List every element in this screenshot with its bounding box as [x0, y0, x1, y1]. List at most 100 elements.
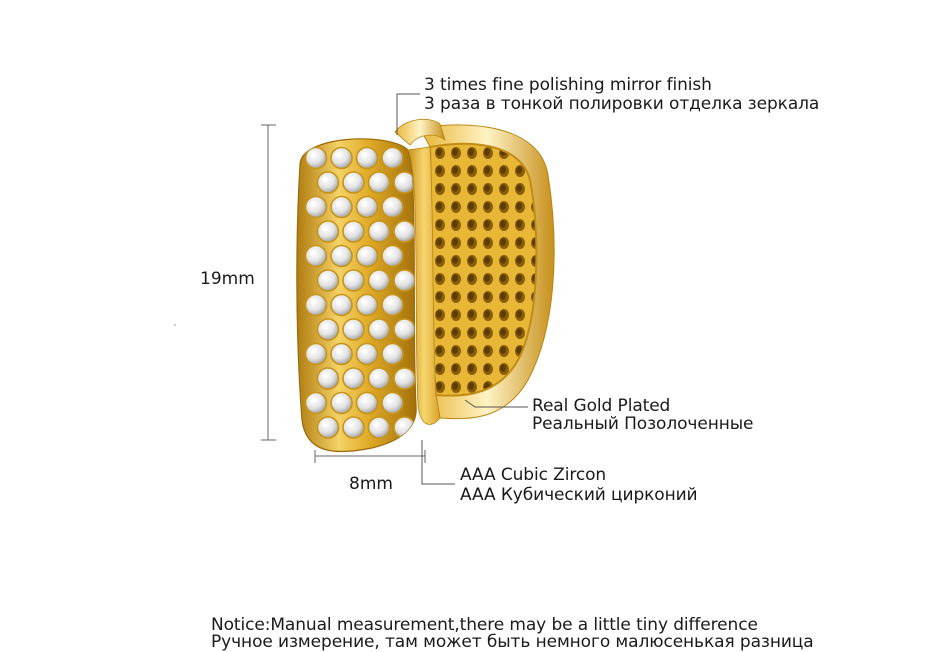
stone-sparkle: [310, 152, 316, 158]
zircon-stone: [381, 391, 404, 415]
stone-sparkle: [386, 348, 393, 354]
width-label: 8mm: [349, 474, 393, 494]
zircon-stone: [304, 293, 328, 317]
zircon-stone: [330, 244, 353, 268]
stone-sparkle: [398, 225, 405, 232]
callout-leader-stone: [421, 440, 455, 485]
zircon-stone: [316, 318, 340, 341]
stone-sparkle: [335, 152, 342, 158]
stone-callout-en: AAA Cubic Zircon: [460, 465, 607, 485]
zircon-stone: [355, 244, 379, 268]
zircon-stone: [316, 269, 340, 292]
zircon-stone: [342, 367, 365, 390]
stone-sparkle: [386, 250, 393, 256]
zircon-stone: [367, 318, 391, 341]
zircon-stone: [367, 367, 391, 390]
zircon-stone: [330, 391, 353, 415]
stone-sparkle: [386, 152, 393, 158]
stone-sparkle: [347, 274, 354, 281]
zircon-stone: [330, 146, 353, 170]
stone-sparkle: [386, 299, 393, 305]
stone-sparkle: [322, 225, 328, 232]
stone-sparkle: [335, 250, 342, 256]
stone-sparkle: [322, 274, 328, 281]
stone-sparkle: [361, 250, 367, 256]
zircon-stone: [393, 367, 416, 390]
stone-sparkle: [335, 348, 342, 354]
stone-sparkle: [361, 201, 367, 207]
zircon-stone: [342, 416, 365, 439]
cubic-zircon-stones: [304, 146, 416, 439]
stone-sparkle: [347, 421, 354, 428]
stone-sparkle: [310, 397, 316, 403]
notice-en: Notice:Manual measurement,there may be a…: [211, 615, 758, 635]
stone-sparkle: [386, 201, 393, 207]
zircon-stone: [304, 391, 328, 415]
stone-sparkle: [347, 176, 354, 183]
plating-callout-ru: Реальный Позолоченные: [532, 414, 754, 434]
stone-sparkle: [322, 323, 328, 330]
stone-sparkle: [398, 176, 405, 183]
zircon-stone: [316, 220, 340, 243]
stone-sparkle: [386, 397, 393, 403]
stone-callout-ru: AAA Кубический цирконий: [460, 485, 698, 505]
zircon-stone: [342, 220, 365, 243]
polish-callout-ru: 3 раза в тонкой полировки отделка зеркал…: [424, 94, 820, 114]
stone-sparkle: [373, 225, 379, 232]
earring-hoop-back: [394, 118, 555, 420]
stone-sparkle: [335, 201, 342, 207]
stone-sparkle: [373, 421, 379, 428]
zircon-stone: [367, 416, 391, 439]
zircon-stone: [367, 220, 391, 243]
stone-sparkle: [373, 323, 379, 330]
notice-ru: Ручное измерение, там может быть немного…: [211, 632, 814, 652]
zircon-stone: [355, 391, 379, 415]
zircon-stone: [316, 171, 340, 194]
zircon-stone: [381, 342, 404, 366]
zircon-stone: [393, 416, 416, 439]
zircon-stone: [393, 220, 416, 243]
stone-sparkle: [347, 323, 354, 330]
stone-sparkle: [398, 372, 405, 379]
stone-sparkle: [373, 372, 379, 379]
zircon-stone: [316, 416, 340, 439]
stone-sparkle: [398, 323, 405, 330]
stone-sparkle: [335, 397, 342, 403]
earring-front-band: [296, 138, 441, 453]
zircon-stone: [342, 269, 365, 292]
stone-sparkle: [361, 348, 367, 354]
zircon-stone: [367, 269, 391, 292]
zircon-stone: [355, 195, 379, 219]
zircon-stone: [355, 293, 379, 317]
zircon-stone: [381, 146, 404, 170]
stray-dot: [174, 324, 176, 326]
stone-sparkle: [361, 397, 367, 403]
stone-sparkle: [335, 299, 342, 305]
height-dimension-line: [261, 124, 276, 441]
zircon-stone: [342, 318, 365, 341]
zircon-stone: [393, 269, 416, 292]
zircon-stone: [304, 244, 328, 268]
width-dimension-line: [314, 450, 426, 463]
zircon-stone: [304, 342, 328, 366]
stone-sparkle: [322, 176, 328, 183]
stone-sparkle: [310, 348, 316, 354]
stone-sparkle: [361, 299, 367, 305]
stone-sparkle: [310, 201, 316, 207]
stone-sparkle: [310, 250, 316, 256]
zircon-stone: [330, 293, 353, 317]
zircon-stone: [304, 146, 328, 170]
stone-sparkle: [322, 421, 328, 428]
zircon-stone: [330, 195, 353, 219]
height-label: 19mm: [200, 269, 255, 289]
stone-sparkle: [398, 421, 405, 428]
stone-sparkle: [322, 372, 328, 379]
stone-sparkle: [347, 372, 354, 379]
callout-leader-polish: [396, 93, 420, 135]
zircon-stone: [355, 342, 379, 366]
polish-callout-en: 3 times fine polishing mirror finish: [424, 75, 712, 95]
stone-sparkle: [310, 299, 316, 305]
stone-sparkle: [373, 274, 379, 281]
